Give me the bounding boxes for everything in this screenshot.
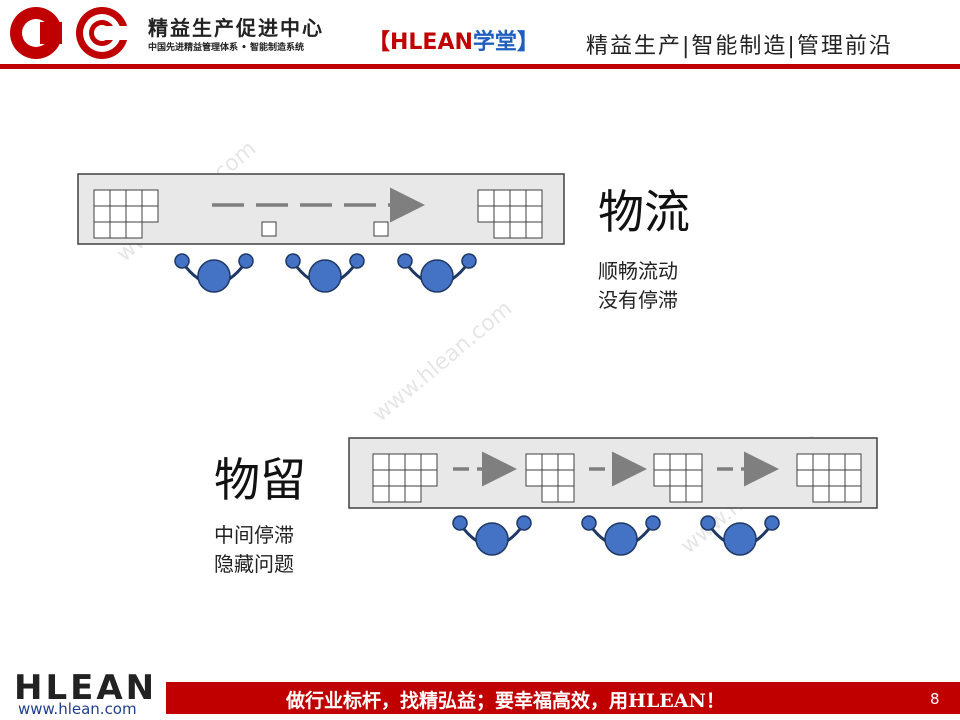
footer-logo: HLEAN xyxy=(14,668,158,708)
station-grid xyxy=(796,453,862,503)
stagnant-title: 物留 xyxy=(214,453,306,507)
worker-icon xyxy=(174,253,254,293)
station-grid xyxy=(653,453,703,503)
footer-slogan: 做行业标杆，找精弘益；要幸福高效，用HLEAN！ xyxy=(286,690,725,712)
org-name: 精益生产促进中心 xyxy=(148,16,324,40)
header-divider xyxy=(0,64,960,69)
station-grid xyxy=(93,189,159,239)
page-number: 8 xyxy=(930,690,940,708)
brand-suffix: 学堂】 xyxy=(472,30,539,55)
brand-main: 【HLEAN xyxy=(368,30,473,55)
worker-icon xyxy=(700,515,780,556)
cc-logo-icon xyxy=(10,7,128,59)
station-grid xyxy=(372,453,438,503)
desc-line: 中间停滞 xyxy=(214,523,294,547)
station-grid xyxy=(477,189,543,239)
worker-icon xyxy=(285,253,365,293)
desc-line: 隐藏问题 xyxy=(214,552,294,576)
flow-description: 顺畅流动 没有停滞 xyxy=(598,257,678,315)
header: 精益生产促进中心 中国先进精益管理体系 • 智能制造系统 【HLEAN学堂】 精… xyxy=(0,0,960,70)
flow-title: 物流 xyxy=(598,185,690,239)
single-piece xyxy=(261,221,277,237)
footer-url[interactable]: www.hlean.com xyxy=(18,700,137,718)
desc-line: 没有停滞 xyxy=(598,288,678,312)
worker-icon xyxy=(397,253,477,293)
org-subtitle: 中国先进精益管理体系 • 智能制造系统 xyxy=(148,43,305,53)
footer-bar xyxy=(166,682,960,714)
brand-label: 【HLEAN学堂】 xyxy=(368,24,539,56)
stagnant-description: 中间停滞 隐藏问题 xyxy=(214,521,294,579)
worker-icon xyxy=(452,515,532,556)
header-tagline: 精益生产|智能制造|管理前沿 xyxy=(586,34,893,59)
single-piece xyxy=(373,221,389,237)
desc-line: 顺畅流动 xyxy=(598,259,678,283)
station-grid xyxy=(525,453,575,503)
worker-icon xyxy=(581,515,661,556)
